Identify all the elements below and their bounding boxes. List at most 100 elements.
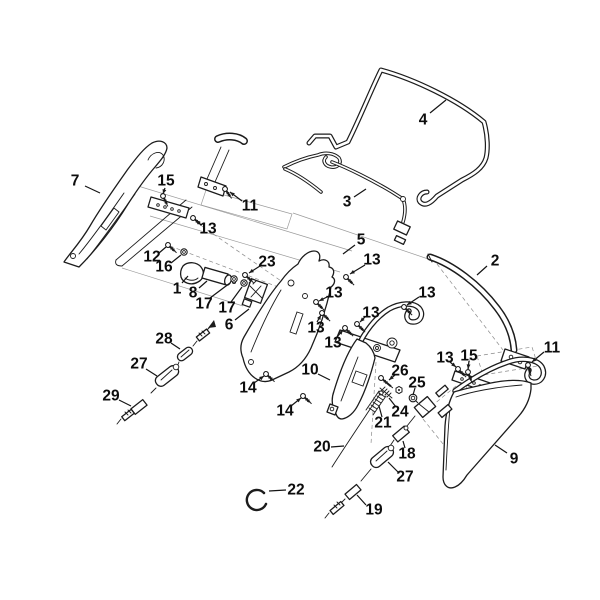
part-number-label: 11 — [242, 198, 259, 215]
upper-hook-bracket — [197, 132, 248, 197]
screw-icon — [222, 186, 233, 199]
part-number-label: 16 — [155, 259, 173, 276]
leader-line — [412, 387, 416, 396]
leader-line — [330, 445, 345, 448]
part-18-cable-fitting — [389, 415, 416, 447]
hexnut-icon — [395, 385, 403, 395]
part-number-label: 25 — [408, 375, 426, 392]
leader-line — [170, 254, 182, 264]
washer-icon — [180, 248, 188, 256]
leader-line — [158, 246, 167, 254]
part-number-label: 11 — [544, 340, 561, 357]
leader-arrowhead — [532, 357, 537, 362]
leader-arrowhead — [317, 315, 321, 320]
part-number-label: 29 — [102, 388, 120, 405]
part-number-label: 10 — [301, 362, 318, 379]
leader-line — [145, 368, 158, 377]
part-number-label: 6 — [225, 317, 234, 334]
part-27-cable-sleeve-right — [369, 444, 395, 469]
washer-icon — [240, 279, 248, 287]
leader-arrowhead — [389, 375, 394, 380]
part-number-label: 3 — [343, 194, 352, 211]
part-number-label: 12 — [143, 249, 160, 266]
screw-icon — [160, 193, 169, 207]
bolt-icon — [378, 375, 394, 389]
part-number-label: 13 — [324, 335, 342, 352]
leader-line — [388, 397, 397, 408]
leader-line — [234, 308, 250, 321]
leader-line — [402, 440, 406, 449]
part-number-label: 4 — [419, 112, 428, 129]
part-29-cable-end — [116, 398, 148, 425]
leader-arrowhead — [350, 269, 355, 274]
leader-line — [230, 286, 243, 303]
screw-icon — [465, 369, 473, 383]
part-number-label: 14 — [276, 403, 294, 420]
part-number-label: 28 — [155, 331, 173, 348]
part-number-label: 13 — [307, 320, 325, 337]
part-5-center-panel — [240, 250, 336, 382]
leader-arrowhead — [296, 398, 301, 403]
part-number-label: 2 — [491, 253, 500, 270]
part-number-label: 13 — [362, 305, 380, 322]
screw-icon — [313, 299, 325, 311]
leader-arrowhead — [196, 220, 201, 225]
washer-icon — [230, 275, 238, 283]
screw-icon — [342, 325, 354, 337]
leader-arrowhead — [338, 330, 343, 335]
collar-icon — [408, 393, 419, 404]
leader-line — [378, 405, 383, 418]
leader-arrowhead — [407, 300, 412, 305]
part-number-label: 8 — [189, 285, 198, 302]
leader-arrowhead — [162, 189, 167, 194]
leader-line — [181, 275, 189, 284]
part-28-cable-sleeve-small — [176, 346, 194, 368]
fasteners-layer — [160, 186, 532, 405]
part-number-label: 27 — [396, 469, 413, 486]
part-number-label: 18 — [398, 446, 416, 463]
leader-line — [387, 461, 399, 473]
part-number-label: 21 — [374, 415, 392, 432]
part-7-left-console-panel — [63, 140, 168, 268]
part-number-label: 13 — [363, 252, 381, 269]
part-9-console-and-grip — [442, 356, 547, 489]
part-number-label: 23 — [258, 254, 276, 271]
screw-icon — [319, 310, 331, 322]
part-21-spring — [365, 390, 387, 416]
left-lower-handle-tube — [115, 196, 193, 267]
leader-line — [317, 373, 331, 381]
part-number-label: 22 — [287, 482, 304, 499]
leader-arrowhead — [249, 268, 254, 273]
part-number-label: 15 — [157, 173, 175, 190]
screw-icon — [165, 242, 177, 254]
part-8-lever — [201, 266, 237, 286]
part-number-label: 17 — [218, 300, 235, 317]
part-number-label: 13 — [325, 285, 343, 302]
leader-arrowhead — [466, 364, 471, 369]
part-number-label: 19 — [365, 502, 383, 519]
part-number-label: 5 — [357, 232, 366, 249]
leader-line — [209, 282, 231, 299]
part-22-circlip — [245, 488, 268, 512]
part-number-label: 13 — [199, 221, 217, 238]
cable-adjuster-block — [413, 384, 453, 419]
leader-line — [342, 244, 356, 255]
screw-icon — [354, 321, 366, 333]
leader-arrowhead — [451, 362, 456, 367]
screw-icon — [300, 393, 312, 405]
leader-line — [476, 265, 488, 276]
leader-line — [198, 280, 208, 289]
screw-icon — [455, 366, 467, 378]
leader-line — [429, 99, 447, 114]
part-number-label: 26 — [391, 363, 409, 380]
part-number-label: 20 — [313, 439, 330, 456]
leader-arrowhead — [259, 376, 264, 381]
leader-line — [170, 342, 181, 350]
part-number-label: 13 — [436, 350, 454, 367]
leader-arrowhead — [360, 317, 365, 322]
leader-line — [353, 188, 367, 198]
part-number-label: 24 — [391, 404, 409, 421]
screw-icon — [263, 371, 275, 383]
leader-arrowhead — [319, 297, 324, 301]
